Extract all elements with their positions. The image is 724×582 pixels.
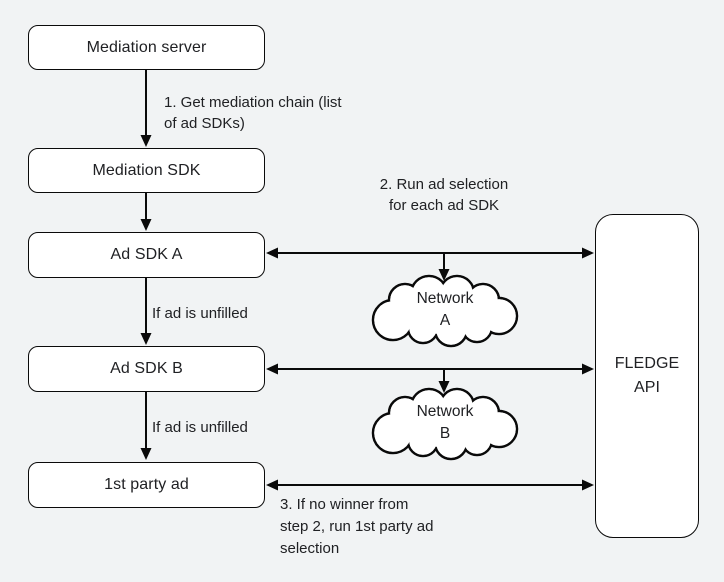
node-ad-sdk-a: Ad SDK A (28, 232, 265, 278)
cloud-network-a (371, 274, 519, 348)
arrow-branch-network-a (438, 253, 450, 281)
arrow-server-to-sdk (140, 70, 152, 147)
node-mediation-sdk-label: Mediation SDK (92, 161, 201, 179)
arrow-adsdka-fledge (266, 247, 594, 259)
node-first-party-ad-label: 1st party ad (104, 476, 189, 493)
node-ad-sdk-b: Ad SDK B (28, 346, 265, 392)
arrow-adsdka-to-adsdkb (140, 278, 152, 345)
node-mediation-server-label: Mediation server (86, 38, 207, 56)
node-first-party-ad: 1st party ad (28, 462, 265, 508)
arrow-firstparty-fledge (266, 479, 594, 491)
annotation-step1: 1. Get mediation chain (list of ad SDKs) (164, 94, 342, 132)
node-ad-sdk-b-label: Ad SDK B (110, 360, 183, 377)
cloud-network-a-label: Network A (416, 290, 474, 329)
node-fledge-api: FLEDGE API (595, 214, 699, 538)
arrow-adsdkb-to-firstparty (140, 392, 152, 460)
arrow-branch-network-b (438, 369, 450, 393)
node-mediation-server: Mediation server (28, 25, 265, 70)
arrow-adsdkb-fledge (266, 363, 594, 375)
node-fledge-api-label: FLEDGE API (614, 355, 680, 396)
annotation-step2: 2. Run ad selection for each ad SDK (379, 176, 509, 214)
annotation-unfilled-b: If ad is unfilled (152, 419, 248, 436)
arrow-sdk-to-adsdka (140, 193, 152, 231)
node-ad-sdk-a-label: Ad SDK A (110, 246, 183, 263)
node-mediation-sdk: Mediation SDK (28, 148, 265, 193)
annotation-step3: 3. If no winner from step 2, run 1st par… (280, 496, 434, 557)
cloud-network-b (371, 387, 519, 461)
annotation-unfilled-a: If ad is unfilled (152, 305, 248, 322)
cloud-network-b-label: Network B (416, 403, 474, 442)
